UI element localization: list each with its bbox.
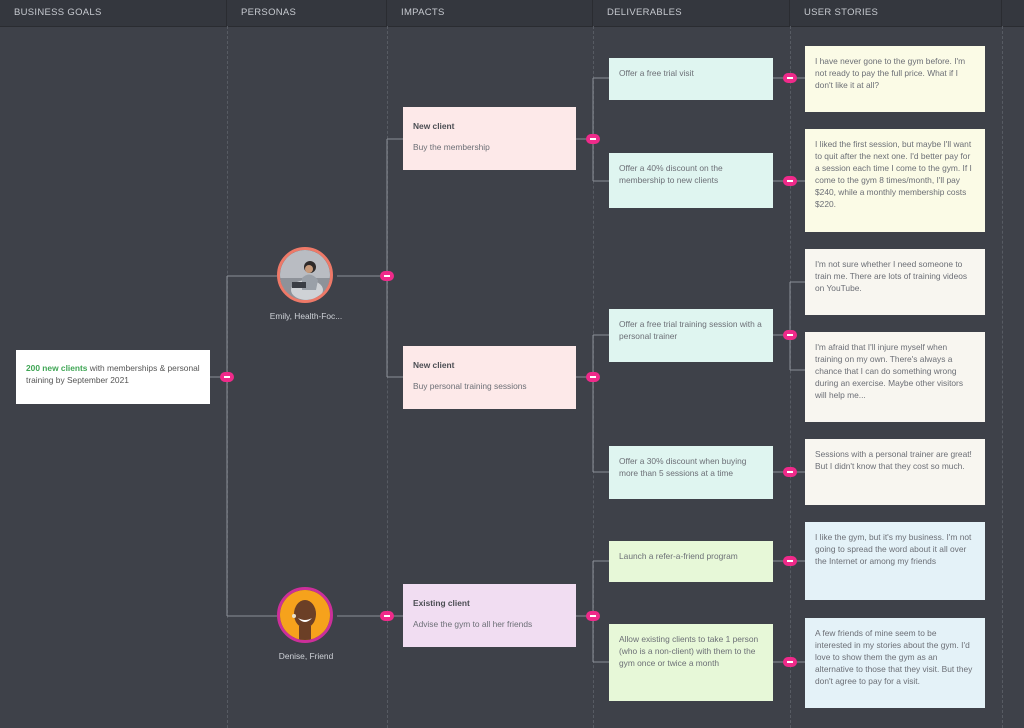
- column-header-business-goals: BUSINESS GOALS: [0, 0, 227, 26]
- user-story-card[interactable]: I like the gym, but it's my business. I'…: [805, 522, 985, 600]
- column-header-user-stories: USER STORIES: [790, 0, 1002, 26]
- collapse-toggle-deliverable[interactable]: [783, 467, 797, 477]
- collapse-toggle-persona-denise[interactable]: [380, 611, 394, 621]
- impact-card-new-client-training[interactable]: New client Buy personal training session…: [403, 346, 576, 409]
- deliverable-card[interactable]: Allow existing clients to take 1 person …: [609, 624, 773, 701]
- impact-text: Buy personal training sessions: [413, 381, 527, 391]
- goal-highlight: 200 new clients: [26, 363, 88, 373]
- collapse-toggle-deliverable[interactable]: [783, 657, 797, 667]
- collapse-toggle-impact[interactable]: [586, 134, 600, 144]
- column-header-bar: BUSINESS GOALS PERSONAS IMPACTS DELIVERA…: [0, 0, 1024, 27]
- persona-label-denise: Denise, Friend: [278, 651, 334, 661]
- user-story-card[interactable]: A few friends of mine seem to be interes…: [805, 618, 985, 708]
- persona-avatar-emily[interactable]: [277, 247, 333, 303]
- column-header-impacts: IMPACTS: [387, 0, 593, 26]
- user-story-card[interactable]: I have never gone to the gym before. I'm…: [805, 46, 985, 112]
- impact-title: New client: [413, 360, 455, 370]
- business-goal-card[interactable]: 200 new clients with memberships & perso…: [16, 350, 210, 404]
- impact-title: New client: [413, 121, 455, 131]
- goal-text: with memberships & personal training by …: [26, 363, 200, 385]
- persona-avatar-denise[interactable]: [277, 587, 333, 643]
- user-story-card[interactable]: I liked the first session, but maybe I'l…: [805, 129, 985, 232]
- deliverable-card[interactable]: Offer a free trial visit: [609, 58, 773, 100]
- deliverable-card[interactable]: Offer a free trial training session with…: [609, 309, 773, 362]
- deliverable-card[interactable]: Offer a 40% discount on the membership t…: [609, 153, 773, 208]
- column-divider: [790, 26, 791, 728]
- user-story-card[interactable]: I'm afraid that I'll injure myself when …: [805, 332, 985, 422]
- column-divider: [1002, 26, 1003, 728]
- deliverable-card[interactable]: Launch a refer-a-friend program: [609, 541, 773, 582]
- collapse-toggle-deliverable[interactable]: [783, 73, 797, 83]
- collapse-toggle-persona-emily[interactable]: [380, 271, 394, 281]
- user-story-card[interactable]: Sessions with a personal trainer are gre…: [805, 439, 985, 505]
- impact-card-new-client-membership[interactable]: New client Buy the membership: [403, 107, 576, 170]
- impact-text: Advise the gym to all her friends: [413, 619, 533, 629]
- collapse-toggle-goal[interactable]: [220, 372, 234, 382]
- impact-text: Buy the membership: [413, 142, 490, 152]
- column-header-deliverables: DELIVERABLES: [593, 0, 790, 26]
- deliverable-card[interactable]: Offer a 30% discount when buying more th…: [609, 446, 773, 499]
- collapse-toggle-deliverable[interactable]: [783, 330, 797, 340]
- woman-with-laptop-photo: [280, 250, 330, 300]
- impact-title: Existing client: [413, 598, 470, 608]
- collapse-toggle-impact[interactable]: [586, 611, 600, 621]
- persona-label-emily: Emily, Health-Foc...: [269, 311, 343, 321]
- collapse-toggle-deliverable[interactable]: [783, 556, 797, 566]
- impact-card-existing-client[interactable]: Existing client Advise the gym to all he…: [403, 584, 576, 647]
- smiling-woman-photo: [280, 590, 330, 640]
- user-story-card[interactable]: I'm not sure whether I need someone to t…: [805, 249, 985, 315]
- collapse-toggle-impact[interactable]: [586, 372, 600, 382]
- collapse-toggle-deliverable[interactable]: [783, 176, 797, 186]
- column-header-personas: PERSONAS: [227, 0, 387, 26]
